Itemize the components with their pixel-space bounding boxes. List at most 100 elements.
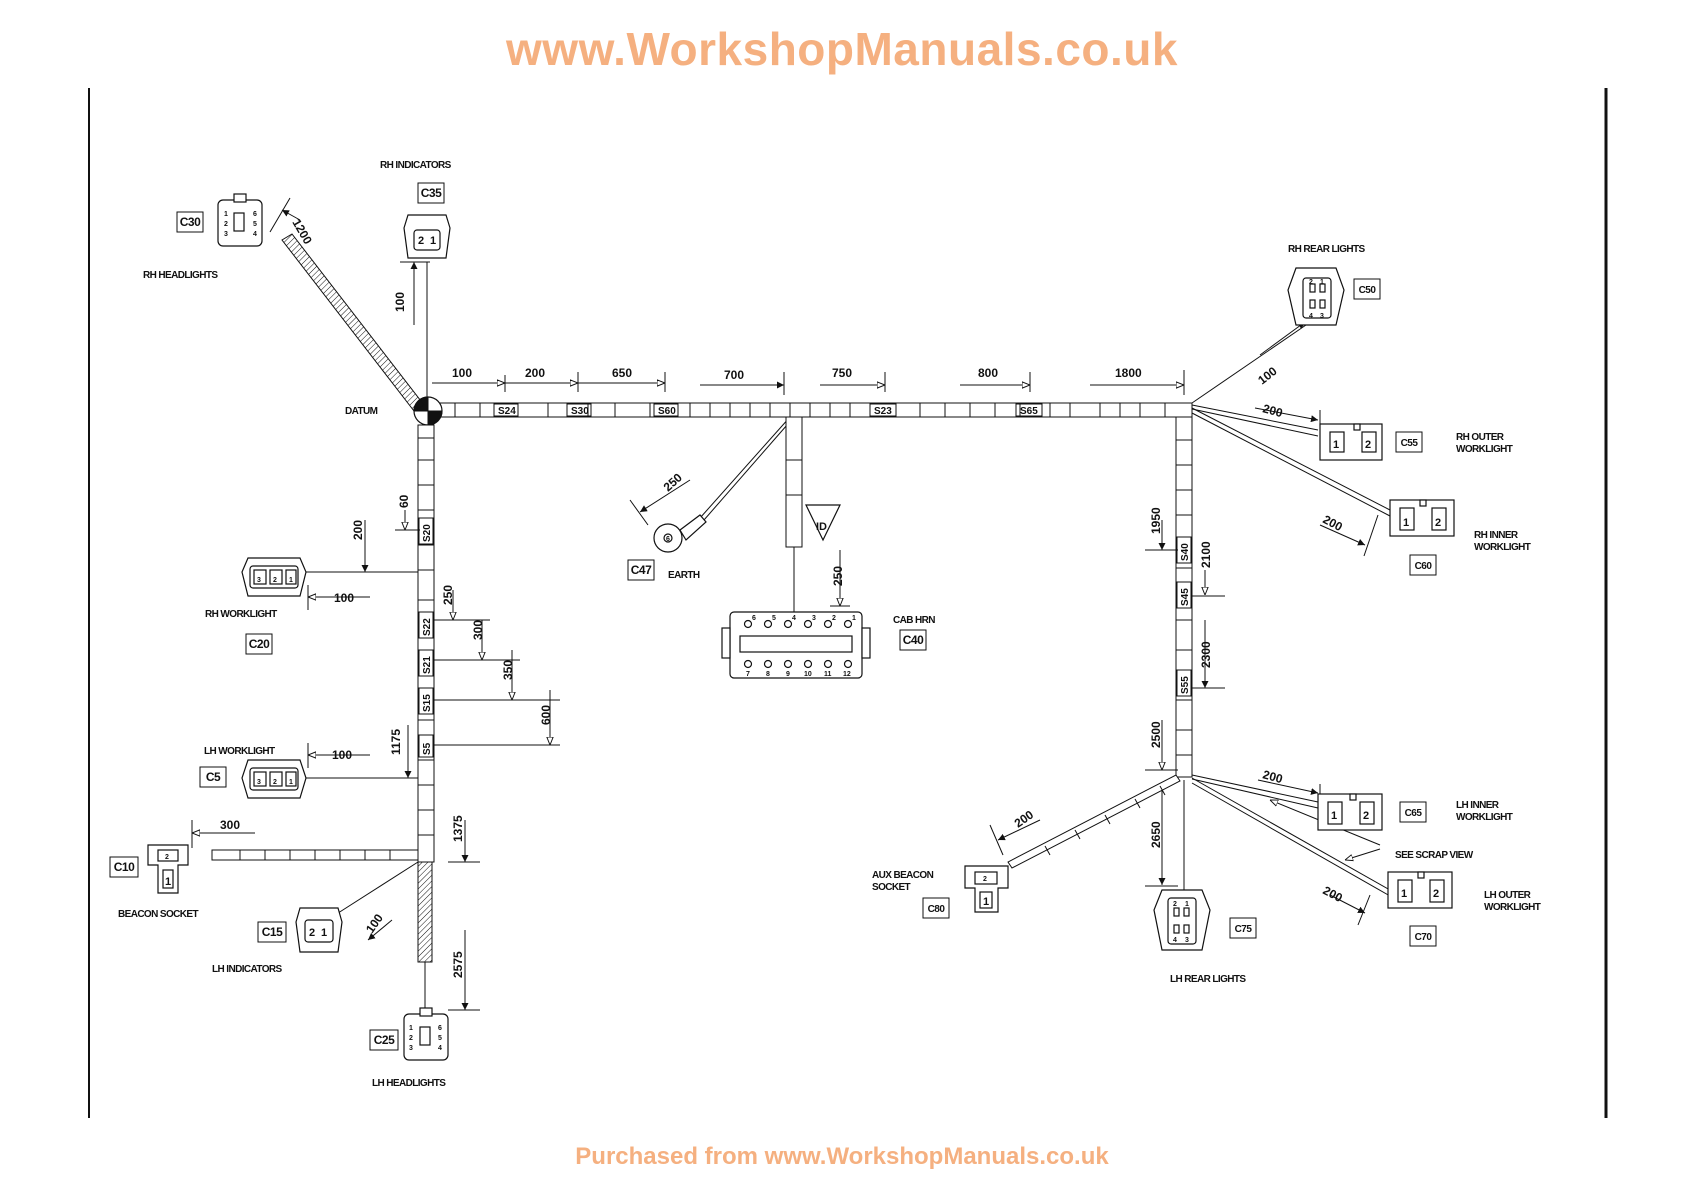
header-watermark: www.WorkshopManuals.co.uk bbox=[506, 23, 1178, 75]
c40-branch bbox=[785, 416, 803, 548]
lh-worklight-label: LH WORKLIGHT bbox=[204, 746, 275, 757]
c80-aux-beacon-socket bbox=[964, 865, 1009, 913]
dim-1375: 1375 bbox=[451, 815, 465, 842]
c40-pin-7: 7 bbox=[746, 671, 750, 678]
segment-s20: S20 bbox=[422, 524, 433, 542]
rh-worklight-label: RH WORKLIGHT bbox=[205, 609, 277, 620]
c75-pin-2: 2 bbox=[1173, 901, 1177, 908]
c25-id: C25 bbox=[374, 1033, 395, 1047]
segment-s5: S5 bbox=[422, 742, 433, 755]
beacon-socket-label: BEACON SOCKET bbox=[118, 909, 198, 920]
c70-pin-1: 1 bbox=[1401, 888, 1407, 900]
lh-headlights-label: LH HEADLIGHTS bbox=[372, 1078, 446, 1089]
c50-pin-2: 2 bbox=[1309, 279, 1313, 286]
c40-pin-6: 6 bbox=[752, 615, 756, 622]
rh-inner-worklight-label-1: RH INNER bbox=[1474, 530, 1519, 541]
c50-rear-light-connector bbox=[1287, 267, 1345, 326]
dim-200-c20: 200 bbox=[351, 520, 365, 540]
lh-outer-worklight-label-2: WORKLIGHT bbox=[1484, 902, 1541, 913]
c40-pin-4: 4 bbox=[792, 615, 796, 622]
c75-id: C75 bbox=[1235, 924, 1253, 935]
dim-750: 750 bbox=[832, 366, 852, 380]
c40-pin-3: 3 bbox=[812, 615, 816, 622]
dim-200-c60: 200 bbox=[1321, 512, 1346, 534]
c15-pin-1: 1 bbox=[321, 927, 327, 939]
aux-beacon-label-2: SOCKET bbox=[872, 882, 911, 893]
c35-id: C35 bbox=[421, 186, 442, 200]
c70-id: C70 bbox=[1415, 932, 1433, 943]
dim-250-c47: 250 bbox=[661, 470, 685, 494]
segment-s23: S23 bbox=[874, 406, 892, 417]
earth-label: EARTH bbox=[668, 570, 700, 581]
c40-cab-connector bbox=[721, 611, 871, 679]
rh-indicators-label: RH INDICATORS bbox=[380, 160, 452, 171]
c30-pin-4: 4 bbox=[253, 231, 257, 238]
dim-600-s5: 600 bbox=[539, 705, 553, 725]
c75-rear-light-connector bbox=[1153, 889, 1211, 951]
dim-2500: 2500 bbox=[1149, 721, 1163, 748]
dim-2100: 2100 bbox=[1199, 541, 1213, 568]
c5-pin-1: 1 bbox=[289, 779, 293, 786]
c40-pin-12: 12 bbox=[843, 671, 851, 678]
dim-1175: 1175 bbox=[389, 729, 403, 755]
dim-200-c65: 200 bbox=[1261, 767, 1284, 786]
c75-pin-3: 3 bbox=[1185, 937, 1189, 944]
c80-pin-2: 2 bbox=[983, 876, 987, 883]
c65-pin-2: 2 bbox=[1363, 810, 1369, 822]
segment-s40: S40 bbox=[1180, 543, 1191, 561]
c47-mark: 6 bbox=[666, 536, 670, 543]
segment-s60: S60 bbox=[658, 406, 676, 417]
c47-earth-eyelet bbox=[653, 514, 707, 553]
c65-worklight-connector bbox=[1317, 793, 1383, 831]
c40-pin-10: 10 bbox=[804, 671, 812, 678]
c65-pin-1: 1 bbox=[1331, 810, 1337, 822]
c25-pin-3: 3 bbox=[409, 1045, 413, 1052]
c60-worklight-connector bbox=[1389, 499, 1455, 537]
segment-s21: S21 bbox=[422, 656, 433, 674]
dim-800: 800 bbox=[978, 366, 998, 380]
c30-pin-3: 3 bbox=[224, 231, 228, 238]
dim-1950: 1950 bbox=[1149, 507, 1163, 534]
c20-pin-2: 2 bbox=[273, 577, 277, 584]
footer-watermark: Purchased from www.WorkshopManuals.co.uk bbox=[575, 1143, 1109, 1170]
c60-id: C60 bbox=[1415, 561, 1433, 572]
dim-250-s22: 250 bbox=[441, 585, 455, 605]
c5-worklight-connector bbox=[241, 759, 307, 799]
c30-pin-6: 6 bbox=[253, 211, 257, 218]
dim-650: 650 bbox=[612, 366, 632, 380]
c20-pin-3: 3 bbox=[257, 577, 261, 584]
lh-indicators-label: LH INDICATORS bbox=[212, 964, 283, 975]
see-scrap-view-label: SEE SCRAP VIEW bbox=[1395, 850, 1474, 861]
right-trunk bbox=[1175, 416, 1193, 778]
lh-inner-worklight-label-1: LH INNER bbox=[1456, 800, 1500, 811]
lh-rear-fan bbox=[1007, 774, 1391, 897]
c80-pin-1: 1 bbox=[983, 896, 989, 908]
c55-pin-2: 2 bbox=[1365, 439, 1371, 451]
segment-s24: S24 bbox=[498, 406, 516, 417]
c80-id: C80 bbox=[928, 904, 946, 915]
segment-s15: S15 bbox=[422, 694, 433, 712]
rh-outer-worklight-label-2: WORKLIGHT bbox=[1456, 444, 1513, 455]
segment-s30: S30 bbox=[571, 406, 589, 417]
c25-pin-5: 5 bbox=[438, 1035, 442, 1042]
c10-branch bbox=[211, 849, 419, 861]
c25-headlight-connector bbox=[403, 1007, 449, 1061]
c50-pin-1: 1 bbox=[1320, 279, 1324, 286]
segment-s45: S45 bbox=[1180, 588, 1191, 606]
dim-200: 200 bbox=[525, 366, 545, 380]
dim-100: 100 bbox=[452, 366, 472, 380]
c5-pin-2: 2 bbox=[273, 779, 277, 786]
c55-worklight-connector bbox=[1319, 423, 1383, 461]
c15-id: C15 bbox=[262, 925, 283, 939]
id-symbol-label: ID bbox=[816, 521, 827, 533]
c35-pin-1: 1 bbox=[430, 235, 436, 247]
c30-branch bbox=[281, 233, 425, 412]
c70-worklight-connector bbox=[1387, 871, 1453, 909]
lh-inner-worklight-label-2: WORKLIGHT bbox=[1456, 812, 1513, 823]
rh-rear-fan bbox=[1191, 324, 1391, 517]
c15-branch bbox=[334, 861, 419, 916]
dim-300-s21: 300 bbox=[471, 620, 485, 640]
c50-pin-4: 4 bbox=[1309, 313, 1313, 320]
c15-pin-2: 2 bbox=[309, 927, 315, 939]
